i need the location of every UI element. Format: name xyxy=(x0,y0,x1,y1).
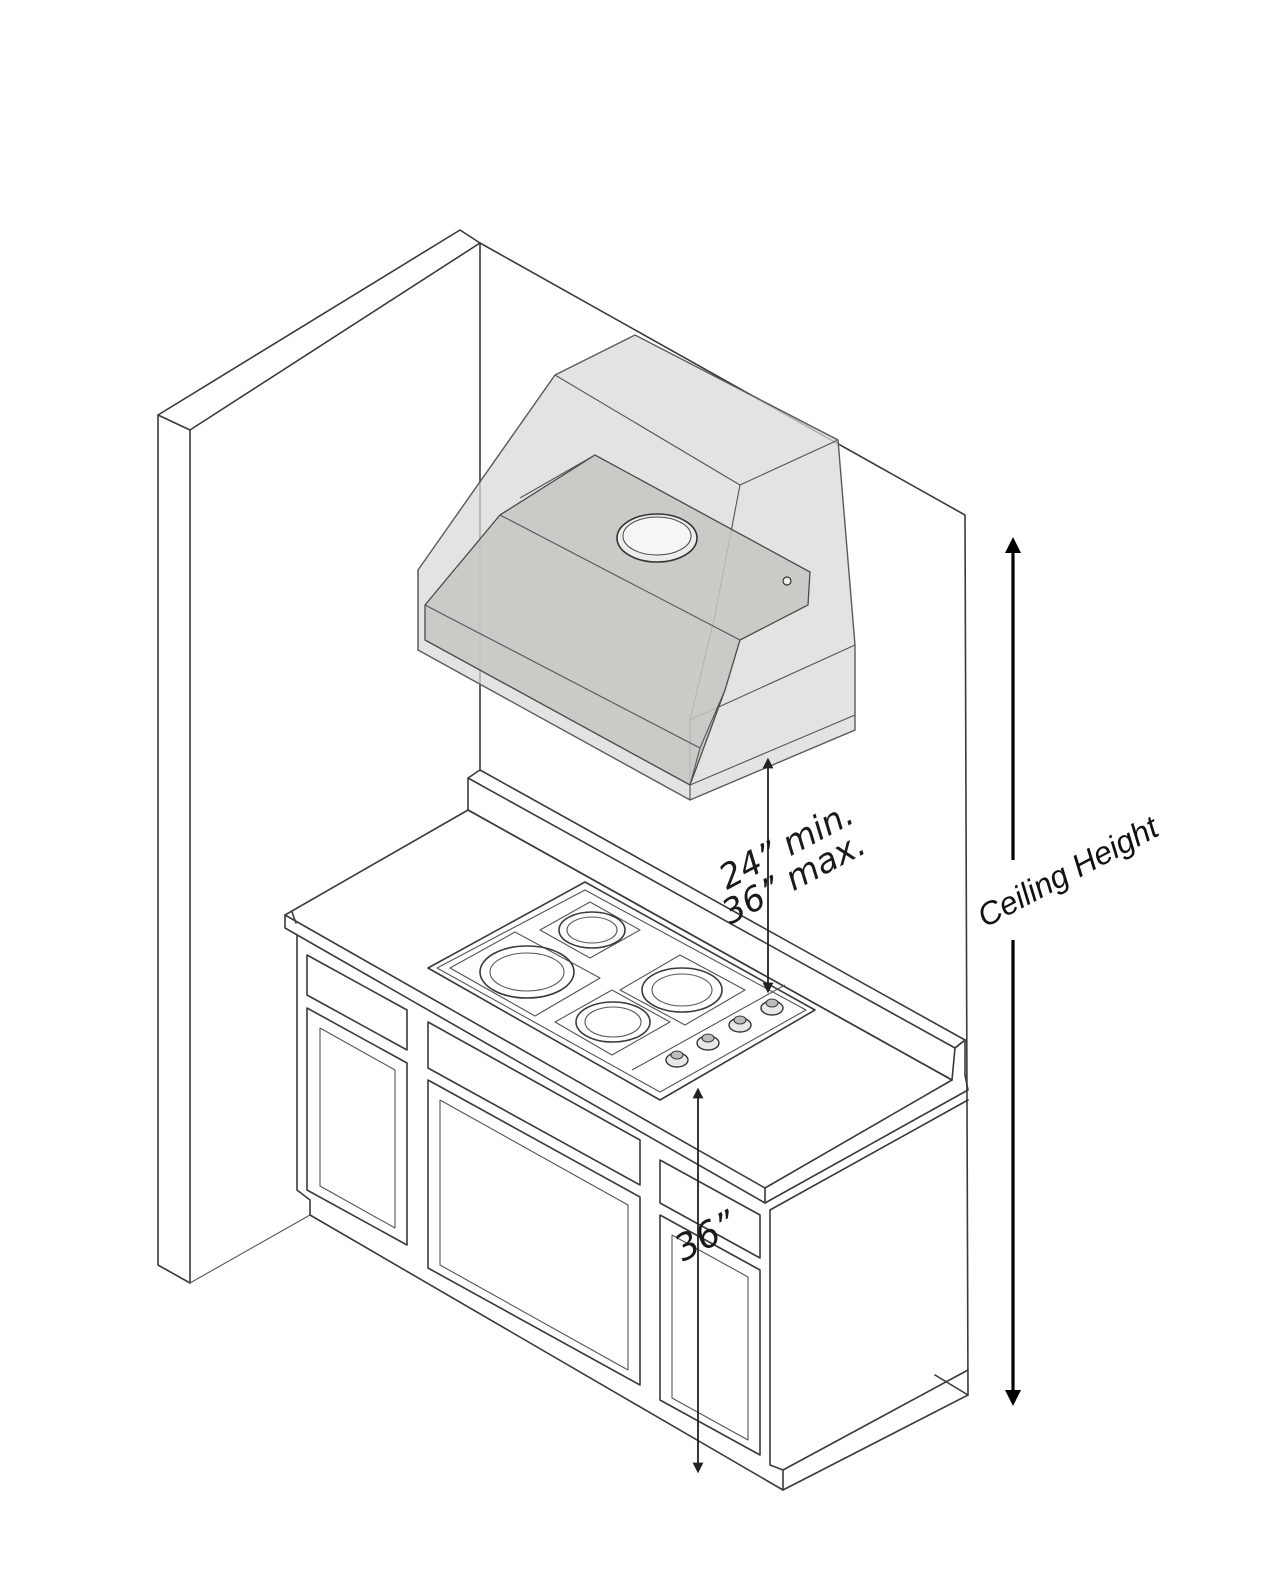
burner-rear-left[interactable] xyxy=(539,901,641,959)
left-wall-floor-line xyxy=(189,1214,311,1284)
left-top-drawer[interactable] xyxy=(306,954,408,1051)
knob-1[interactable] xyxy=(665,1050,689,1068)
hood-insert xyxy=(424,454,811,786)
hood-indicator-light xyxy=(782,576,792,586)
burner-front-right[interactable] xyxy=(554,989,671,1056)
cooktop-surface xyxy=(427,881,816,1101)
burner-rear-right[interactable] xyxy=(619,954,746,1026)
right-top-drawer[interactable] xyxy=(659,1159,761,1259)
control-knobs xyxy=(665,998,784,1068)
knob-3[interactable] xyxy=(728,1015,752,1033)
knob-2[interactable] xyxy=(696,1033,720,1051)
center-cabinet-door[interactable] xyxy=(427,1079,641,1386)
ceiling-height-label: Ceiling Height xyxy=(971,808,1165,934)
countertop xyxy=(284,809,969,1204)
right-cabinet-door[interactable] xyxy=(659,1214,761,1456)
duct-collar xyxy=(616,513,698,563)
knob-4[interactable] xyxy=(760,998,784,1016)
left-wall xyxy=(157,229,481,1284)
left-cabinet-door[interactable] xyxy=(306,1007,408,1246)
left-wall-edge xyxy=(157,414,191,431)
burner-front-left[interactable] xyxy=(449,931,601,1017)
cooktop xyxy=(427,881,816,1101)
back-wall xyxy=(479,242,969,1396)
base-cabinet xyxy=(296,934,969,1491)
range-hood xyxy=(417,334,856,801)
center-top-drawer[interactable] xyxy=(427,1021,641,1186)
